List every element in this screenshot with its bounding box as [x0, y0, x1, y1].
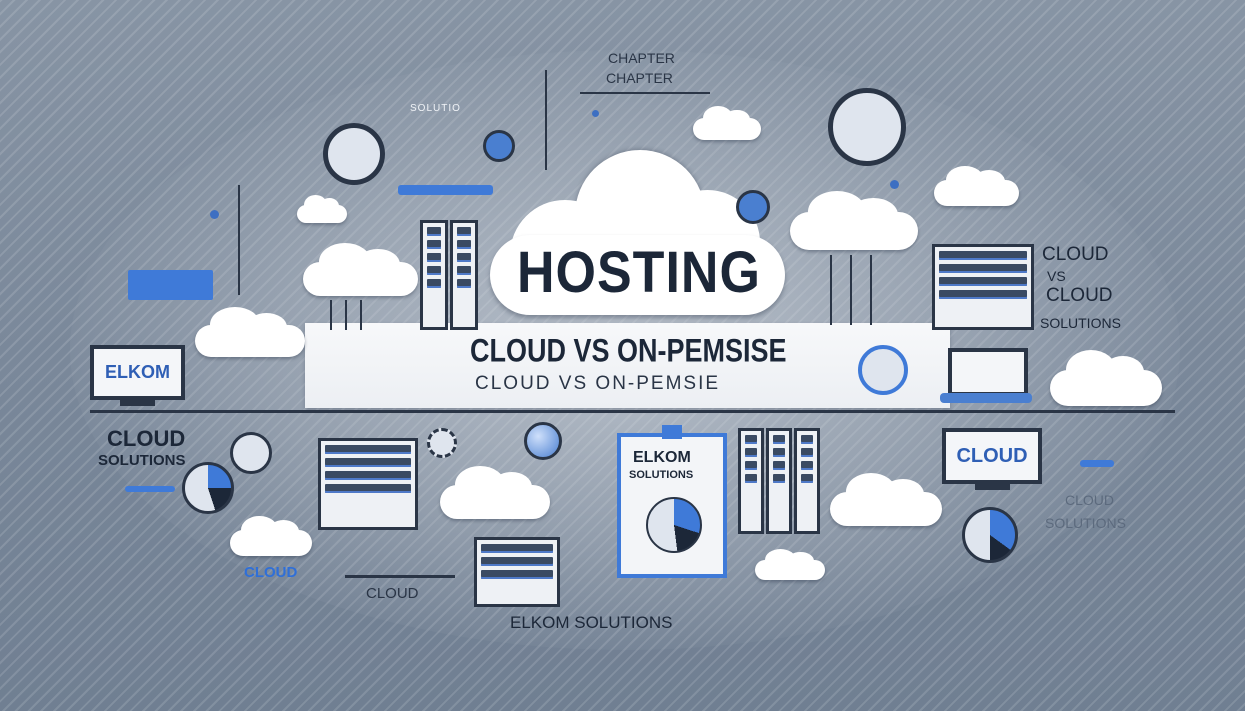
server-rack-icon — [932, 244, 1034, 330]
chapter-label-1: CHAPTER — [608, 50, 675, 66]
cloud-monitor-right-label: CLOUD — [956, 444, 1028, 467]
solutio-label: SOLUTIO — [410, 103, 461, 114]
server-rack-icon — [794, 428, 820, 534]
cloud-icon — [440, 466, 550, 519]
wire-line — [545, 70, 547, 170]
hero-title: HOSTING — [517, 240, 761, 306]
gear-icon — [427, 428, 457, 458]
banner-underline — [90, 410, 1175, 413]
monitor-stand-right — [975, 484, 1010, 490]
cloud-icon — [830, 473, 942, 526]
cloud-vs-label-4: SOLUTIONS — [1040, 315, 1121, 331]
server-rack-icon — [738, 428, 764, 534]
globe-icon — [323, 123, 385, 185]
pie-chart-icon — [182, 462, 234, 514]
status-icon — [736, 190, 770, 224]
banner — [305, 323, 950, 408]
cloud-icon — [195, 307, 305, 357]
van-base — [940, 393, 1032, 403]
pie-chart-icon — [962, 507, 1018, 563]
cloud-solutions-left-1: CLOUD — [107, 426, 186, 451]
solutions-faded-right: SOLUTIONS — [1045, 515, 1126, 531]
cloud-grey-line — [345, 575, 455, 578]
wire-line — [238, 185, 240, 295]
elkom-document-label-2: SOLUTIONS — [629, 469, 694, 481]
server-rack-icon — [474, 537, 560, 607]
cloud-monitor-right: CLOUD — [942, 428, 1042, 484]
van-icon — [948, 348, 1028, 396]
blue-accent-bar — [128, 270, 213, 300]
banner-subtitle-echo: CLOUD VS ON-PEMSIE — [475, 373, 721, 394]
chapter-divider — [580, 92, 710, 94]
hero-cloud — [480, 150, 790, 340]
status-icon — [483, 130, 515, 162]
cloud-vs-label-1: CLOUD — [1042, 244, 1109, 265]
cloud-faded-right: CLOUD — [1065, 492, 1115, 508]
cloud-icon — [790, 191, 918, 250]
chapter-label-2: CHAPTER — [606, 70, 673, 86]
wire-line — [360, 300, 362, 330]
elkom-document: ELKOM SOLUTIONS — [617, 433, 727, 578]
footer-label: ELKOM SOLUTIONS — [510, 613, 673, 632]
server-rack-icon — [318, 438, 418, 530]
elkom-document-label-1: ELKOM — [633, 449, 691, 466]
pie-chart-icon — [646, 497, 702, 553]
server-rack-icon — [420, 220, 448, 330]
monitor-stand — [120, 400, 155, 406]
wire-line — [345, 300, 347, 330]
target-icon — [230, 432, 272, 474]
wire-line — [830, 255, 832, 325]
wire-line — [870, 255, 872, 325]
accent-dot — [210, 210, 219, 219]
cloud-icon — [230, 515, 312, 556]
cloud-icon — [755, 549, 825, 580]
cloud-solutions-left-2: SOLUTIONS — [98, 452, 186, 469]
wire-line — [850, 255, 852, 325]
cloud-icon — [693, 105, 761, 140]
cloud-icon — [934, 165, 1019, 206]
lens-icon — [858, 345, 908, 395]
elkom-monitor-label: ELKOM — [105, 362, 170, 382]
elkom-monitor: ELKOM — [90, 345, 185, 400]
cloud-icon — [303, 243, 418, 296]
document-clip — [662, 425, 682, 439]
accent-dot — [890, 180, 899, 189]
blue-accent-bar — [398, 185, 493, 195]
cloud-icon — [297, 195, 347, 223]
bubble-icon — [524, 422, 562, 460]
server-rack-icon — [450, 220, 478, 330]
blue-accent-bar — [1080, 460, 1114, 467]
banner-subtitle: CLOUD VS ON-PEMSISE — [470, 332, 787, 369]
cloud-vs-label-2: VS — [1047, 268, 1066, 284]
cloud-icon — [1050, 350, 1162, 406]
dashboard-icon — [828, 88, 906, 166]
cloud-vs-label-3: CLOUD — [1046, 285, 1113, 306]
cloud-blue-label: CLOUD — [244, 564, 298, 581]
accent-dot — [592, 110, 599, 117]
wire-line — [330, 300, 332, 330]
cloud-grey-label: CLOUD — [366, 585, 419, 602]
server-rack-icon — [766, 428, 792, 534]
blue-accent-bar-left — [125, 486, 175, 492]
